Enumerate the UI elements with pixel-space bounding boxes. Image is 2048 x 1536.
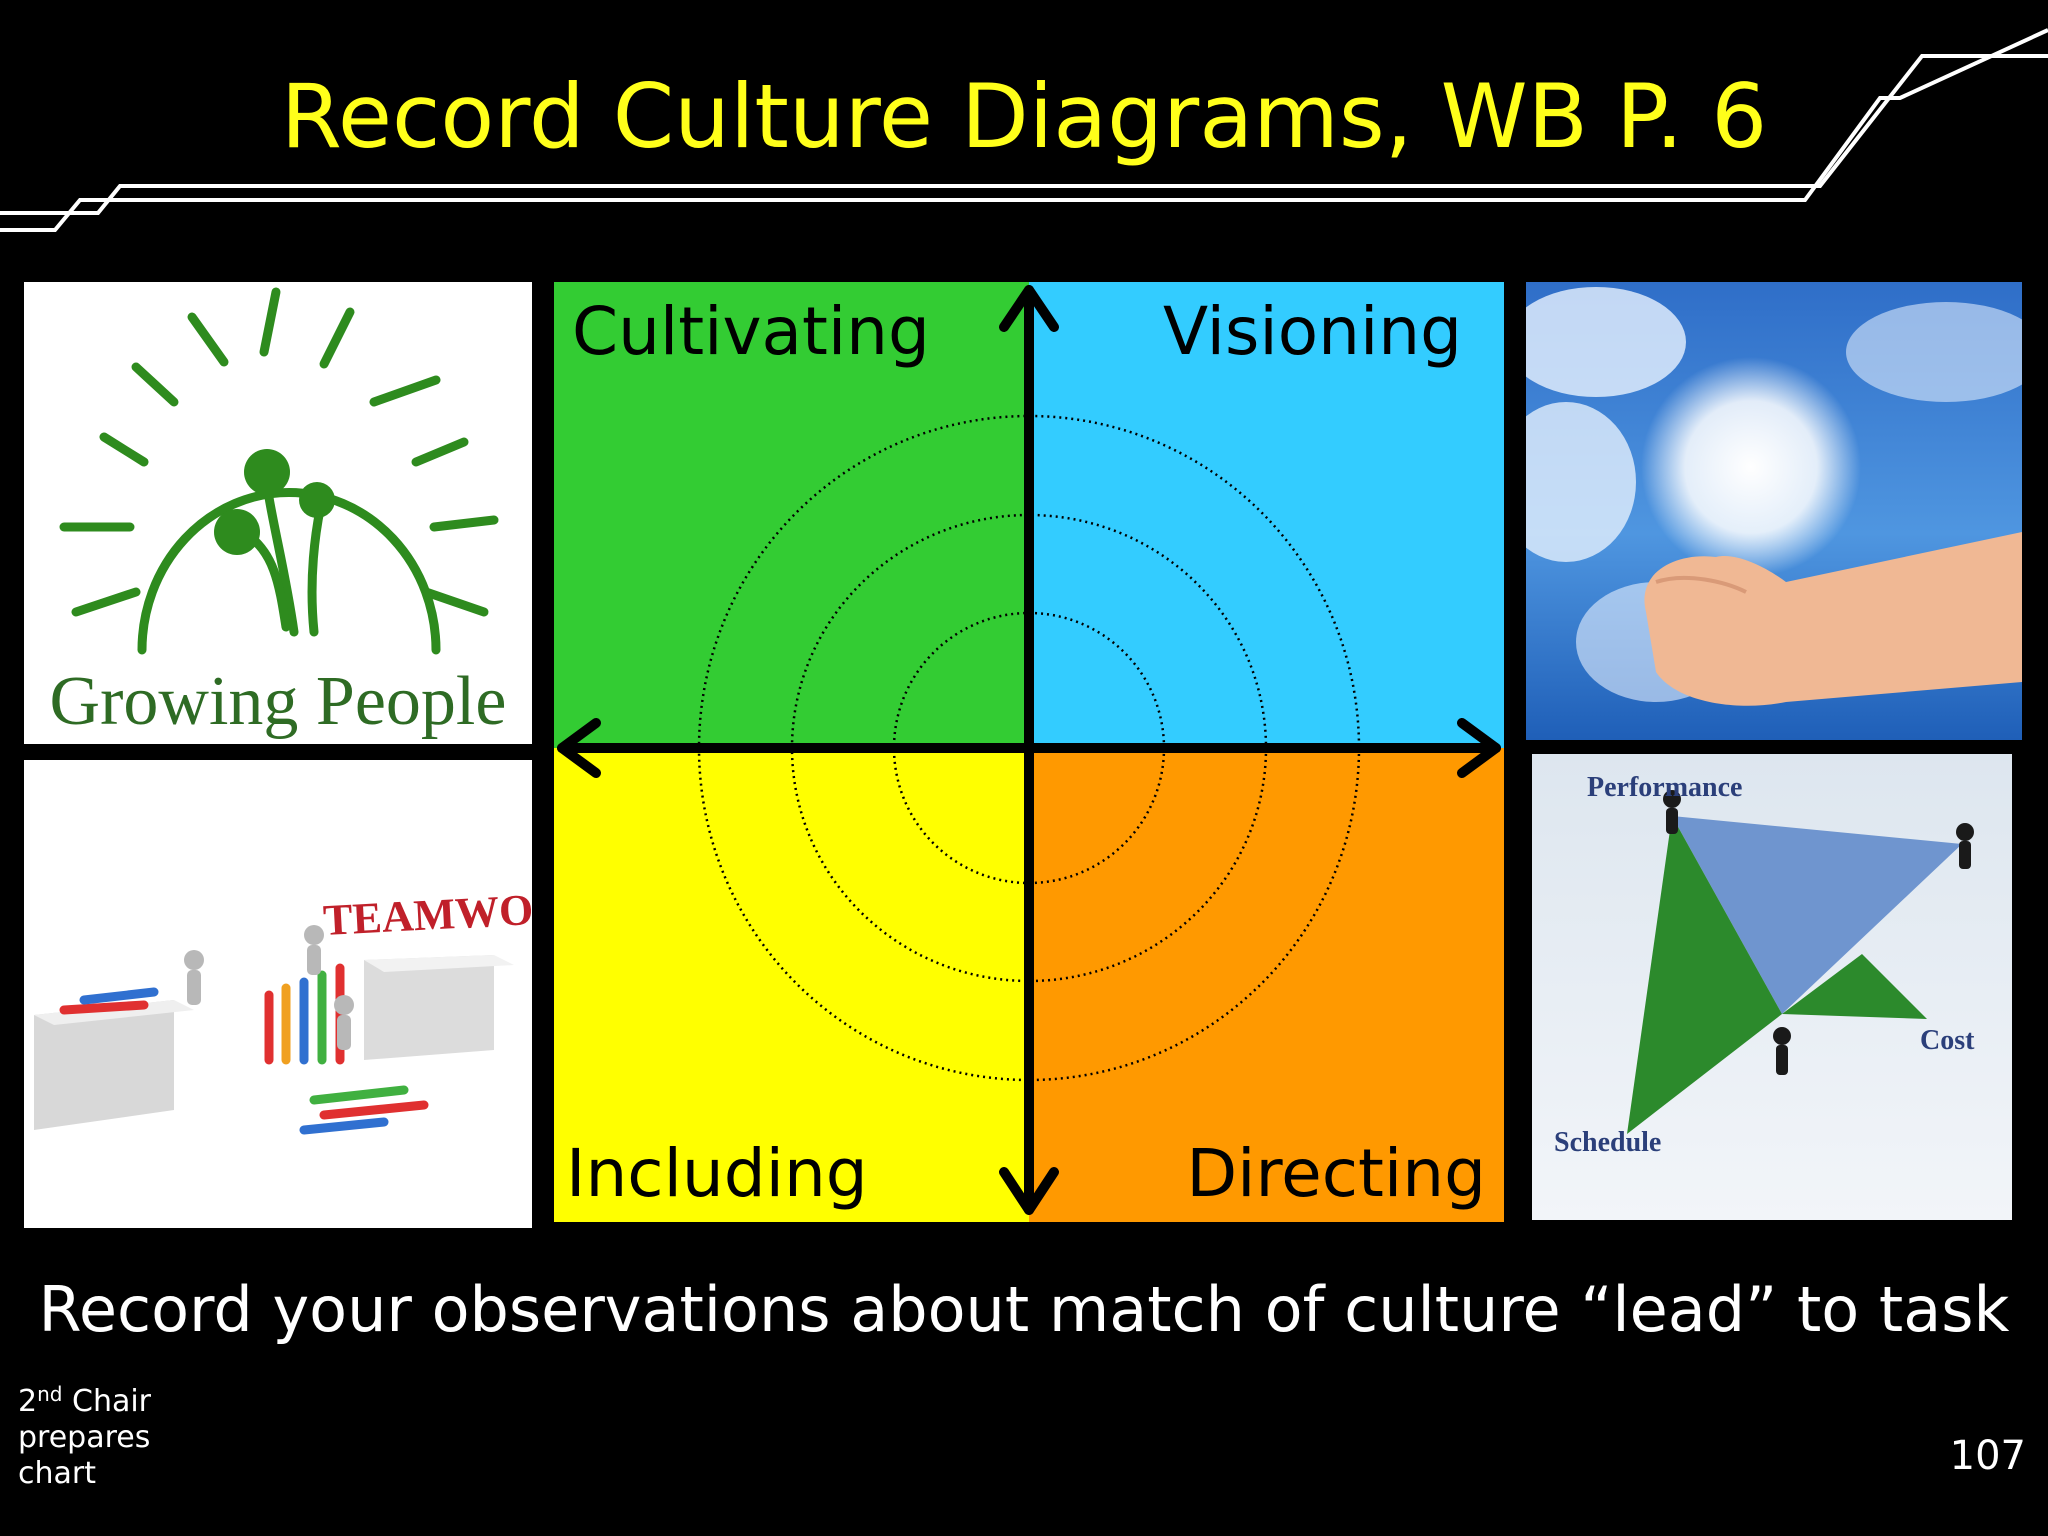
growing-people-caption: Growing People [50, 663, 507, 740]
teamwork-caption: TEAMWORK [322, 882, 532, 945]
slide-title: Record Culture Diagrams, WB P. 6 [280, 65, 1768, 168]
footnote-ordinal: 2 [18, 1384, 38, 1419]
growing-people-image: Growing People [24, 282, 532, 744]
footnote-ordinal-suffix: nd [37, 1382, 63, 1406]
footnote: 2nd Chair prepares chart [18, 1384, 151, 1492]
quadrant-label-directing: Directing [1186, 1135, 1486, 1212]
footnote-line1: Chair [62, 1384, 152, 1419]
axis-arrow-down [999, 1167, 1059, 1215]
footnote-line3: chart [18, 1456, 96, 1491]
quadrant-directing: Directing [1029, 748, 1504, 1222]
teamwork-image: TEAMWORK [24, 760, 532, 1228]
title-frame-lines [0, 28, 2048, 232]
quadrant-label-cultivating: Cultivating [572, 293, 930, 370]
quadrant-axes-and-rings [557, 285, 1501, 1215]
axis-arrow-right [1457, 718, 1501, 778]
axis-arrow-left [557, 718, 601, 778]
performance-label: Performance [1587, 772, 1742, 803]
quadrant-visioning: Visioning [1029, 282, 1504, 748]
lightbulb-sky-image [1526, 282, 2022, 740]
cost-label: Cost [1920, 1025, 1975, 1056]
culture-quadrant-diagram: Cultivating Visioning Including Directin… [554, 282, 1504, 1222]
axis-arrow-up [999, 285, 1059, 332]
triangle-chart-image: Performance Cost Schedule [1532, 754, 2012, 1220]
observation-instruction: Record your observations about match of … [38, 1273, 2010, 1346]
schedule-label: Schedule [1554, 1127, 1661, 1158]
quadrant-label-visioning: Visioning [1162, 293, 1462, 370]
footnote-line2: prepares [18, 1420, 151, 1455]
quadrant-label-including: Including [566, 1135, 868, 1212]
quadrant-cultivating: Cultivating [554, 282, 1029, 748]
quadrant-including: Including [554, 748, 1029, 1222]
page-number: 107 [1949, 1433, 2026, 1479]
